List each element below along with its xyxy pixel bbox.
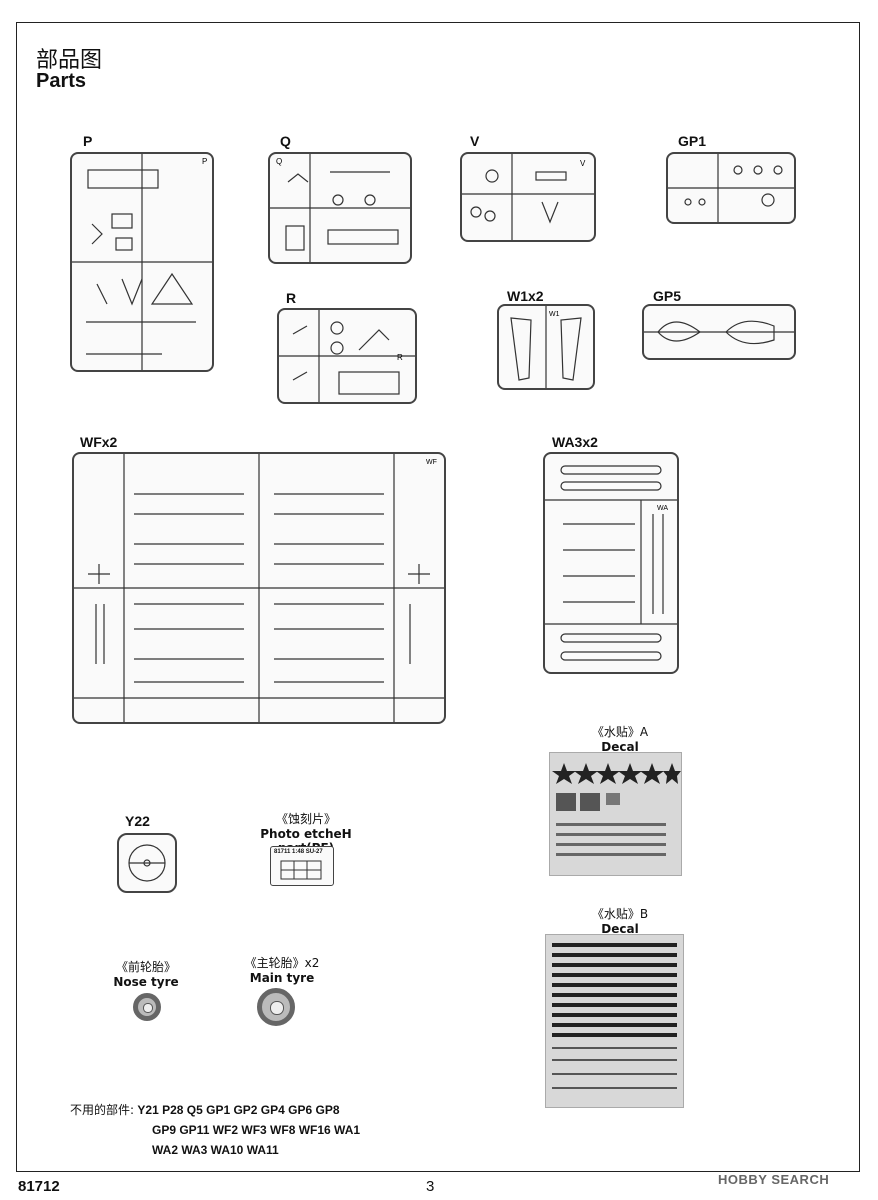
- sprue-y22: [117, 833, 177, 893]
- pe-plate-text: 81711 1:48 SU-27: [274, 849, 323, 855]
- sprue-label-v: V: [470, 133, 480, 149]
- sprue-label-wa3: WA3x2: [552, 434, 598, 450]
- sprue-label-w1: W1x2: [507, 288, 544, 304]
- page-title-en: Parts: [36, 70, 87, 92]
- sprue-p: P: [70, 152, 214, 372]
- decal-b-label-en: Decal: [601, 922, 639, 936]
- sprue-label-q: Q: [280, 133, 291, 149]
- sprue-label-gp5: GP5: [653, 288, 682, 304]
- main-tyre-caption: 《主轮胎》x2 Main tyre: [232, 954, 332, 985]
- sprue-gp5: [642, 304, 796, 360]
- nose-tyre-label-cn: 《前轮胎》: [115, 960, 176, 974]
- nose-tyre-label-en: Nose tyre: [113, 975, 179, 989]
- sprue-gp1: [666, 152, 796, 224]
- decal-b-label-cn: 《水贴》B: [591, 907, 649, 921]
- sprue-wf: WF: [72, 452, 446, 724]
- page-frame: [16, 22, 860, 1172]
- nose-tyre-image: [133, 993, 161, 1021]
- sprue-label-p: P: [83, 133, 93, 149]
- decal-b-caption: 《水贴》B Decal: [580, 905, 660, 936]
- unused-parts-line-2: GP9 GP11 WF2 WF3 WF8 WF16 WA1: [152, 1123, 361, 1137]
- page-number: 3: [426, 1178, 435, 1195]
- sprue-wa3: WA: [543, 452, 679, 674]
- nose-tyre-caption: 《前轮胎》 Nose tyre: [104, 958, 188, 989]
- sprue-label-wf: WFx2: [80, 434, 118, 450]
- sprue-q: Q: [268, 152, 412, 264]
- sprue-label-gp1: GP1: [678, 133, 707, 149]
- pe-label-cn: 《蚀刻片》: [275, 812, 336, 826]
- sprue-label-y22: Y22: [125, 813, 150, 829]
- svg-text:W1: W1: [549, 311, 560, 318]
- sprue-tag-p: P: [202, 157, 207, 166]
- unused-parts-line-1: Y21 P28 Q5 GP1 GP2 GP4 GP6 GP8: [137, 1103, 340, 1117]
- sprue-v: V: [460, 152, 596, 242]
- decal-a-label-cn: 《水贴》A: [591, 725, 649, 739]
- watermark-text: HOBBY SEARCH: [718, 1172, 830, 1187]
- unused-parts-label: 不用的部件:: [70, 1103, 135, 1117]
- svg-text:WA: WA: [657, 505, 668, 512]
- product-code: 81712: [18, 1178, 60, 1195]
- svg-text:Q: Q: [276, 157, 282, 166]
- unused-parts-line-3: WA2 WA3 WA10 WA11: [152, 1143, 279, 1157]
- main-tyre-image: [257, 988, 295, 1026]
- decal-a-caption: 《水贴》A Decal: [580, 723, 660, 754]
- pe-fret: 81711 1:48 SU-27: [270, 846, 334, 886]
- svg-text:WF: WF: [426, 459, 437, 466]
- svg-text:R: R: [397, 353, 403, 362]
- svg-text:V: V: [580, 159, 586, 168]
- sprue-r: R: [277, 308, 417, 404]
- unused-parts-list: 不用的部件: Y21 P28 Q5 GP1 GP2 GP4 GP6 GP8 GP…: [70, 1100, 360, 1160]
- decal-a-label-en: Decal: [601, 740, 639, 754]
- main-tyre-label-cn: 《主轮胎》x2: [244, 956, 320, 970]
- page-title-cn: 部品图: [36, 48, 103, 73]
- main-tyre-label-en: Main tyre: [249, 971, 315, 985]
- decal-sheet-a: [549, 752, 682, 876]
- sprue-w1: W1: [497, 304, 595, 390]
- sprue-label-r: R: [286, 290, 297, 306]
- watermark-logo: HOBBY SEARCH: [718, 1172, 829, 1187]
- decal-sheet-b: [545, 934, 684, 1108]
